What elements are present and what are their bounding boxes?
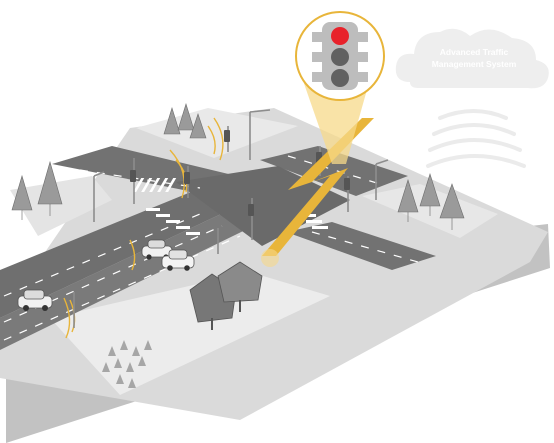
main-avenue [0, 176, 272, 318]
crosswalk-west [146, 208, 200, 235]
cross-street-south-east [286, 222, 436, 270]
cloud-title-line-2: Management System [432, 59, 517, 69]
cloud-icon: Advanced Traffic Management System [395, 28, 549, 89]
traffic-light-icon [295, 11, 385, 101]
car-icon [17, 289, 53, 311]
intersection [176, 166, 350, 246]
small-trees [102, 340, 152, 388]
bushy-trees [189, 261, 263, 330]
car-icon [161, 249, 195, 271]
cloud-title-line-1: Advanced Traffic [440, 47, 509, 57]
crosswalk-north [133, 178, 177, 192]
cross-street-north-east [260, 146, 408, 196]
red-lamp [331, 27, 349, 45]
signal-glow [261, 249, 279, 267]
tree-icon [11, 102, 465, 230]
amber-lamp [331, 48, 349, 66]
wifi-signal-icon [426, 109, 526, 168]
green-lamp [331, 69, 349, 87]
